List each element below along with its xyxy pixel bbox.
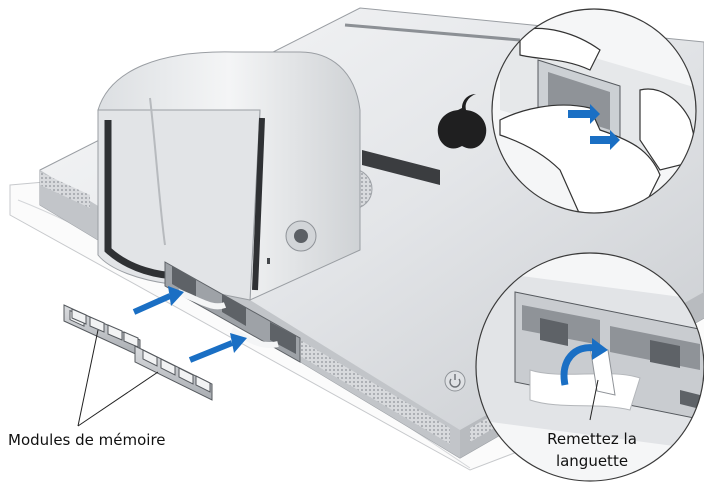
callout-reinsert-tab <box>475 252 704 482</box>
callout-pull-tab <box>491 8 697 214</box>
memory-bay <box>164 261 301 363</box>
leader-line-tab <box>589 379 599 421</box>
stand-slot <box>362 150 440 185</box>
memory-module-1 <box>63 304 141 357</box>
power-button <box>444 370 466 392</box>
reinsert-tab-label-line2: languette <box>555 452 629 470</box>
insert-arrow-lower <box>188 333 247 363</box>
leader-lines-modules <box>77 329 159 427</box>
imac-stand <box>97 51 361 301</box>
insert-arrow-upper <box>132 286 184 315</box>
apple-logo <box>437 94 487 149</box>
reinsert-tab-label-line1: Remettez la <box>547 430 637 448</box>
memory-module-2 <box>134 345 213 401</box>
memory-modules-label: Modules de mémoire <box>8 431 166 449</box>
vent-grille <box>300 340 450 444</box>
cable-port <box>267 220 317 264</box>
reinsert-tab-label: Remettez la languette <box>533 428 651 472</box>
